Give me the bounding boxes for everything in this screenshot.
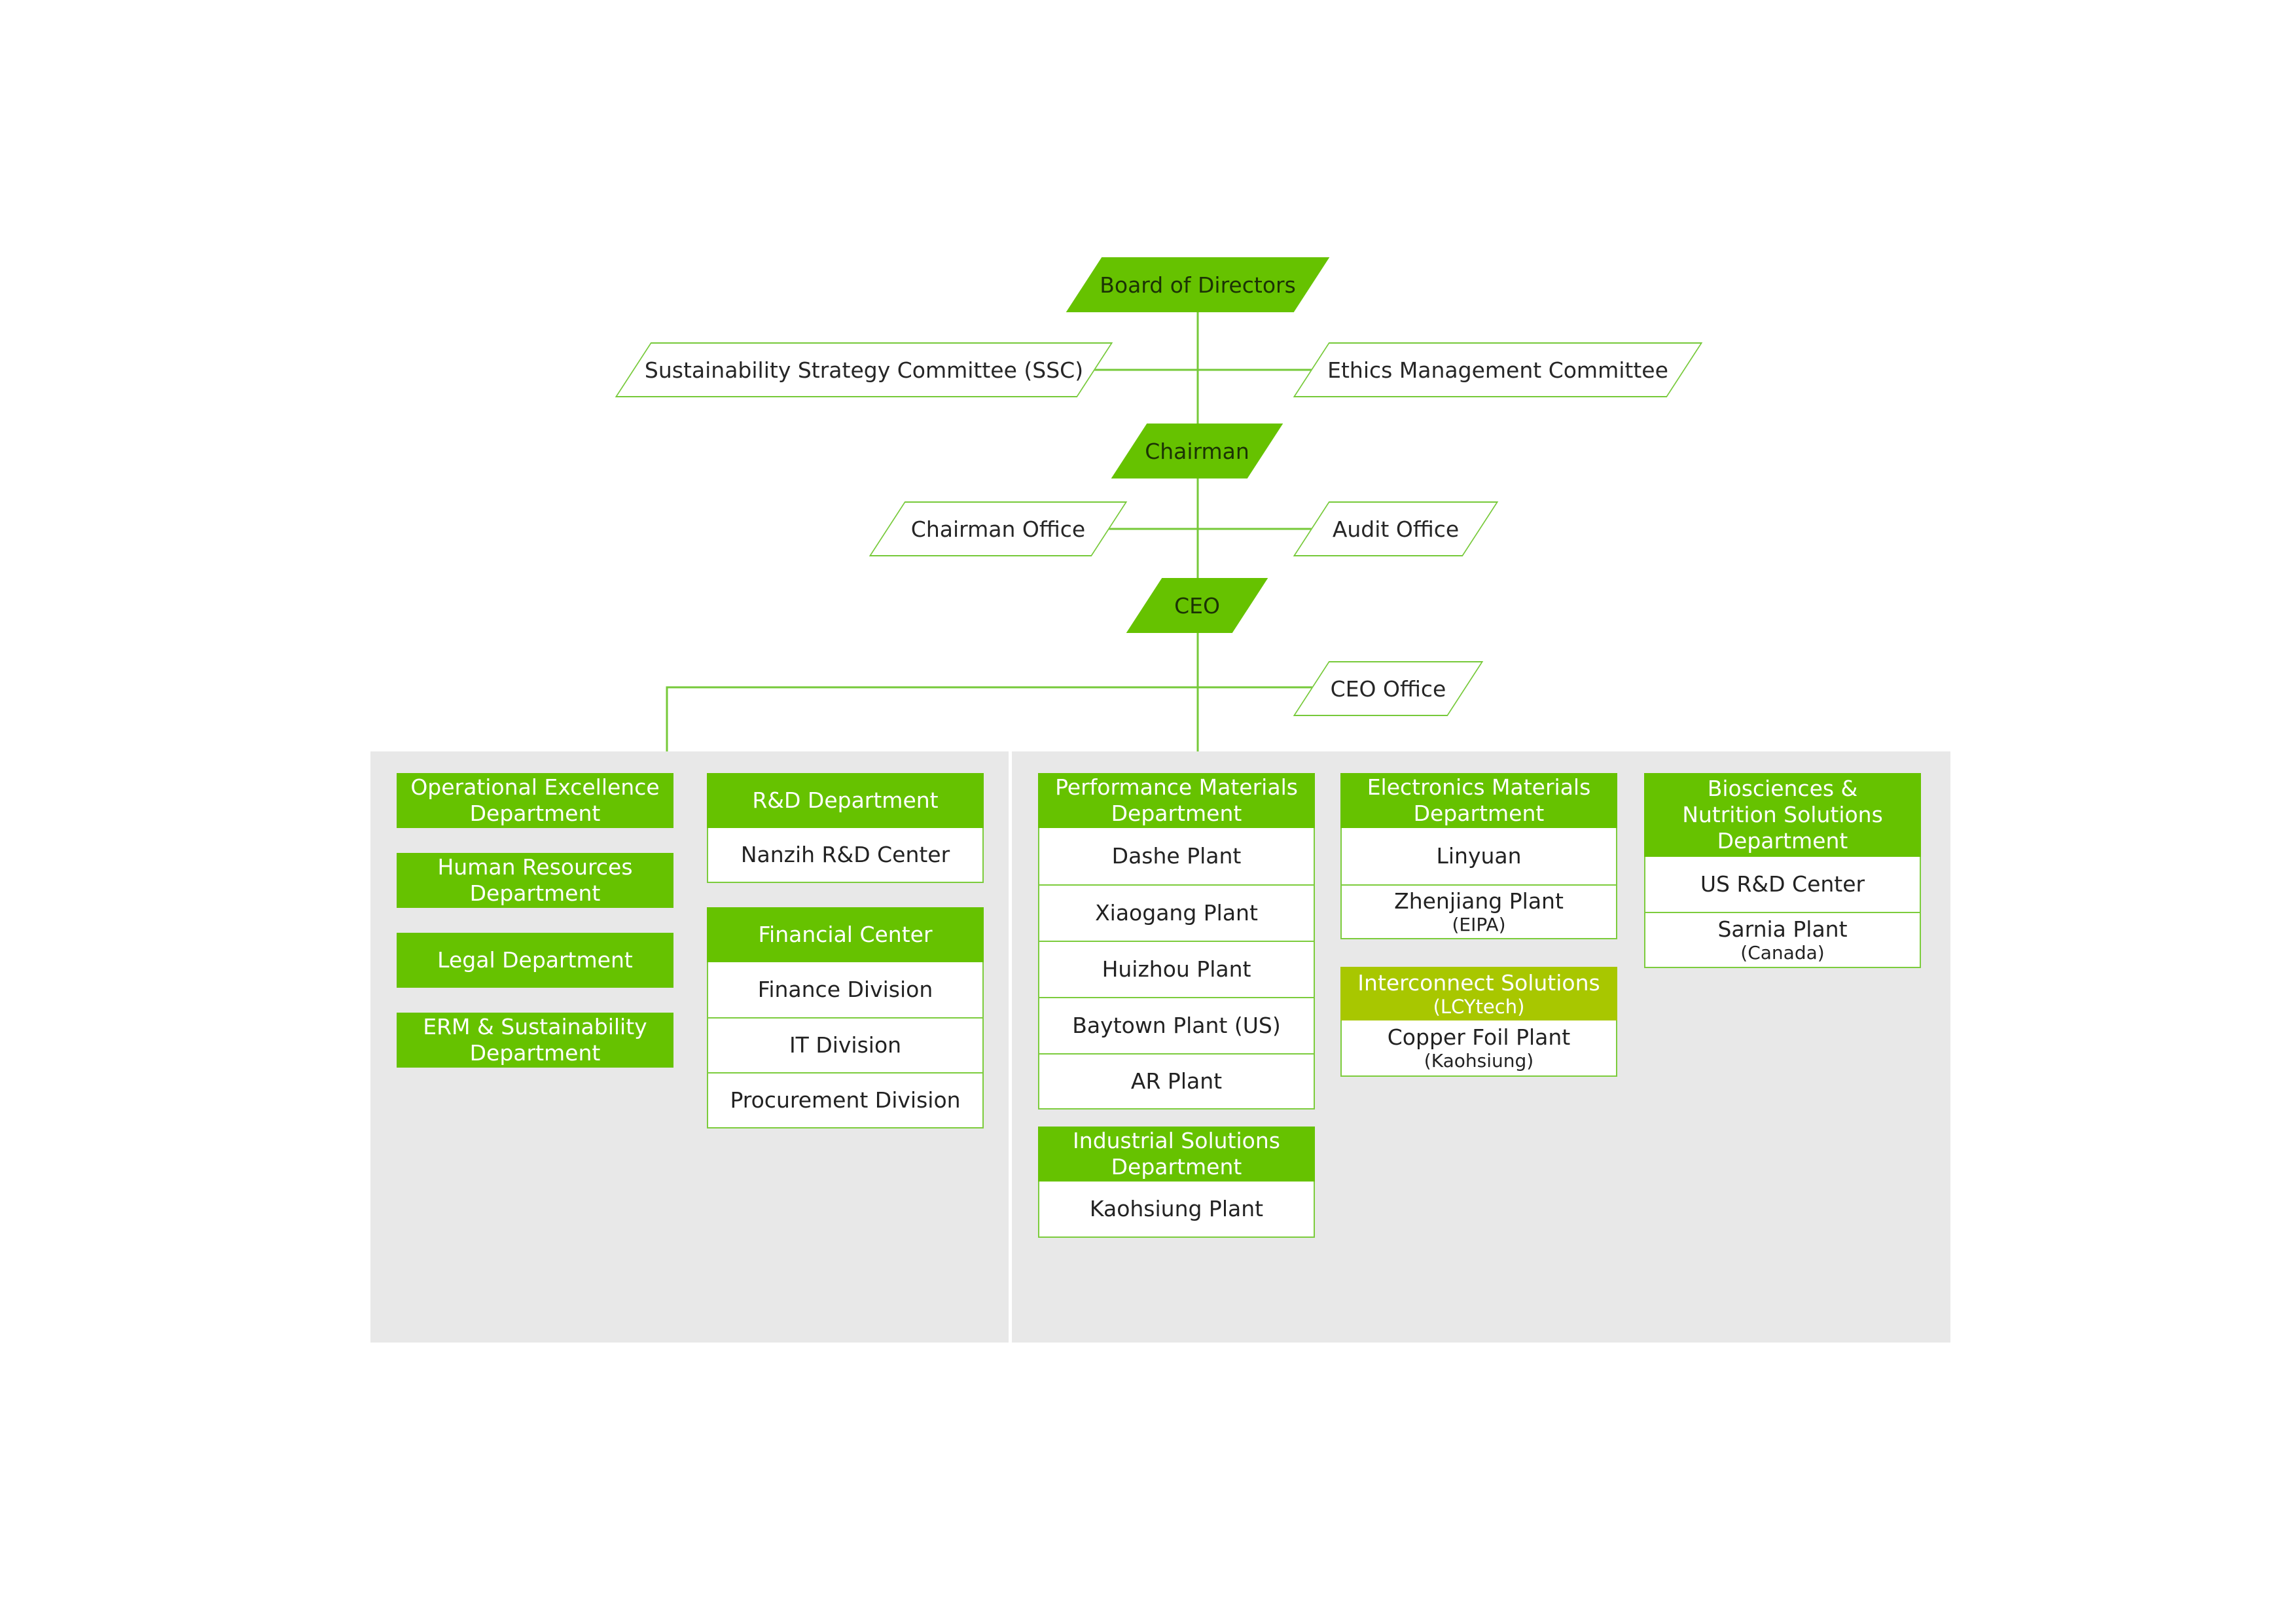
erm-header: ERM & Sustainability Department (397, 1013, 673, 1068)
copper-foil-plant-label: Copper Foil Plant (1387, 1024, 1571, 1050)
ceo-box: CEO (1144, 578, 1250, 633)
procurement-division-label: Procurement Division (730, 1087, 961, 1113)
op-excellence-card: Operational Excellence Department (397, 773, 673, 828)
financial-center-card: Financial Center Finance Division IT Div… (707, 907, 984, 1128)
erm-card: ERM & Sustainability Department (397, 1013, 673, 1068)
list-item: Xiaogang Plant (1039, 884, 1314, 941)
chairman-label: Chairman (1145, 438, 1249, 464)
list-item: Huizhou Plant (1039, 941, 1314, 997)
board-of-directors-label: Board of Directors (1100, 272, 1296, 298)
biosciences-card: Biosciences & Nutrition Solutions Depart… (1644, 773, 1921, 968)
interconnect-solutions-card: Interconnect Solutions (LCYtech) Copper … (1340, 967, 1617, 1077)
performance-materials-card: Performance Materials Department Dashe P… (1038, 773, 1315, 1110)
copper-foil-plant-sublabel: (Kaohsiung) (1424, 1050, 1534, 1072)
industrial-title-line1: Industrial Solutions (1073, 1128, 1280, 1153)
ethics-committee-label: Ethics Management Committee (1327, 357, 1668, 383)
list-item: Baytown Plant (US) (1039, 997, 1314, 1053)
biosciences-header: Biosciences & Nutrition Solutions Depart… (1644, 773, 1921, 857)
xiaogang-plant-label: Xiaogang Plant (1095, 900, 1258, 926)
list-item: AR Plant (1039, 1053, 1314, 1108)
ssc-box: Sustainability Strategy Committee (SSC) (633, 342, 1095, 397)
ceo-label: CEO (1174, 592, 1220, 619)
list-item: Zhenjiang Plant (EIPA) (1342, 884, 1616, 938)
biosciences-title-line3: Department (1717, 828, 1848, 854)
erm-title-line1: ERM & Sustainability (423, 1014, 647, 1039)
industrial-solutions-header: Industrial Solutions Department (1038, 1127, 1315, 1182)
zhenjiang-plant-sublabel: (EIPA) (1452, 914, 1506, 935)
electronics-materials-body: Linyuan Zhenjiang Plant (EIPA) (1340, 828, 1617, 939)
human-resources-title-line2: Department (469, 880, 601, 906)
op-excellence-header: Operational Excellence Department (397, 773, 673, 828)
chairman-office-label: Chairman Office (910, 516, 1086, 542)
list-item: Sarnia Plant (Canada) (1645, 912, 1920, 967)
rnd-title: R&D Department (752, 787, 939, 813)
dashe-plant-label: Dashe Plant (1111, 843, 1242, 869)
electronics-materials-card: Electronics Materials Department Linyuan… (1340, 773, 1617, 939)
performance-title-line2: Department (1111, 801, 1242, 826)
list-item: US R&D Center (1645, 857, 1920, 912)
rnd-header: R&D Department (707, 773, 984, 828)
ar-plant-label: AR Plant (1130, 1068, 1223, 1094)
interconnect-solutions-body: Copper Foil Plant (Kaohsiung) (1340, 1020, 1617, 1077)
list-item: Dashe Plant (1039, 828, 1314, 884)
us-rnd-center-label: US R&D Center (1700, 871, 1865, 897)
legal-card: Legal Department (397, 933, 673, 988)
rnd-card: R&D Department Nanzih R&D Center (707, 773, 984, 883)
list-item: Nanzih R&D Center (708, 828, 982, 882)
performance-title-line1: Performance Materials (1055, 774, 1298, 800)
interconnect-subtitle: (LCYtech) (1433, 996, 1525, 1018)
financial-center-body: Finance Division IT Division Procurement… (707, 962, 984, 1128)
list-item: IT Division (708, 1017, 982, 1072)
electronics-title-line2: Department (1413, 801, 1545, 826)
list-item: Procurement Division (708, 1072, 982, 1127)
erm-title-line2: Department (469, 1040, 601, 1066)
biosciences-title-line2: Nutrition Solutions (1682, 802, 1883, 827)
interconnect-title: Interconnect Solutions (1357, 970, 1600, 996)
biosciences-body: US R&D Center Sarnia Plant (Canada) (1644, 857, 1921, 968)
list-item: Linyuan (1342, 828, 1616, 884)
list-item: Kaohsiung Plant (1039, 1182, 1314, 1236)
industrial-solutions-card: Industrial Solutions Department Kaohsiun… (1038, 1127, 1315, 1238)
human-resources-header: Human Resources Department (397, 853, 673, 908)
ceo-office-label: CEO Office (1330, 676, 1446, 702)
industrial-solutions-body: Kaohsiung Plant (1038, 1182, 1315, 1238)
electronics-title-line1: Electronics Materials (1367, 774, 1591, 800)
human-resources-card: Human Resources Department (397, 853, 673, 908)
legal-header: Legal Department (397, 933, 673, 988)
zhenjiang-plant-label: Zhenjiang Plant (1394, 888, 1564, 914)
list-item: Finance Division (708, 962, 982, 1017)
performance-materials-body: Dashe Plant Xiaogang Plant Huizhou Plant… (1038, 828, 1315, 1110)
performance-materials-header: Performance Materials Department (1038, 773, 1315, 828)
ssc-label: Sustainability Strategy Committee (SSC) (644, 357, 1084, 383)
huizhou-plant-label: Huizhou Plant (1102, 956, 1251, 982)
list-item: Copper Foil Plant (Kaohsiung) (1342, 1020, 1616, 1075)
kaohsiung-plant-label: Kaohsiung Plant (1089, 1196, 1264, 1221)
audit-office-label: Audit Office (1332, 516, 1460, 542)
interconnect-solutions-header: Interconnect Solutions (LCYtech) (1340, 967, 1617, 1020)
chairman-box: Chairman (1129, 424, 1265, 478)
financial-center-header: Financial Center (707, 907, 984, 962)
biosciences-title-line1: Biosciences & (1707, 776, 1858, 801)
rnd-body: Nanzih R&D Center (707, 828, 984, 883)
op-excellence-title-line1: Operational Excellence (410, 774, 660, 800)
electronics-materials-header: Electronics Materials Department (1340, 773, 1617, 828)
board-of-directors-box: Board of Directors (1084, 257, 1312, 312)
ceo-office-box: CEO Office (1311, 661, 1465, 716)
financial-center-title: Financial Center (758, 922, 933, 947)
human-resources-title-line1: Human Resources (437, 854, 633, 880)
linyuan-label: Linyuan (1436, 843, 1522, 869)
chairman-office-box: Chairman Office (887, 501, 1109, 556)
nanzih-rnd-center-label: Nanzih R&D Center (740, 842, 950, 867)
baytown-plant-label: Baytown Plant (US) (1072, 1013, 1281, 1038)
sarnia-plant-label: Sarnia Plant (1717, 916, 1848, 942)
ethics-committee-box: Ethics Management Committee (1311, 342, 1685, 397)
legal-title: Legal Department (437, 947, 633, 973)
it-division-label: IT Division (789, 1032, 902, 1058)
op-excellence-title-line2: Department (469, 801, 601, 826)
industrial-title-line2: Department (1111, 1154, 1242, 1180)
finance-division-label: Finance Division (757, 977, 933, 1002)
audit-office-box: Audit Office (1311, 501, 1480, 556)
sarnia-plant-sublabel: (Canada) (1740, 942, 1825, 964)
